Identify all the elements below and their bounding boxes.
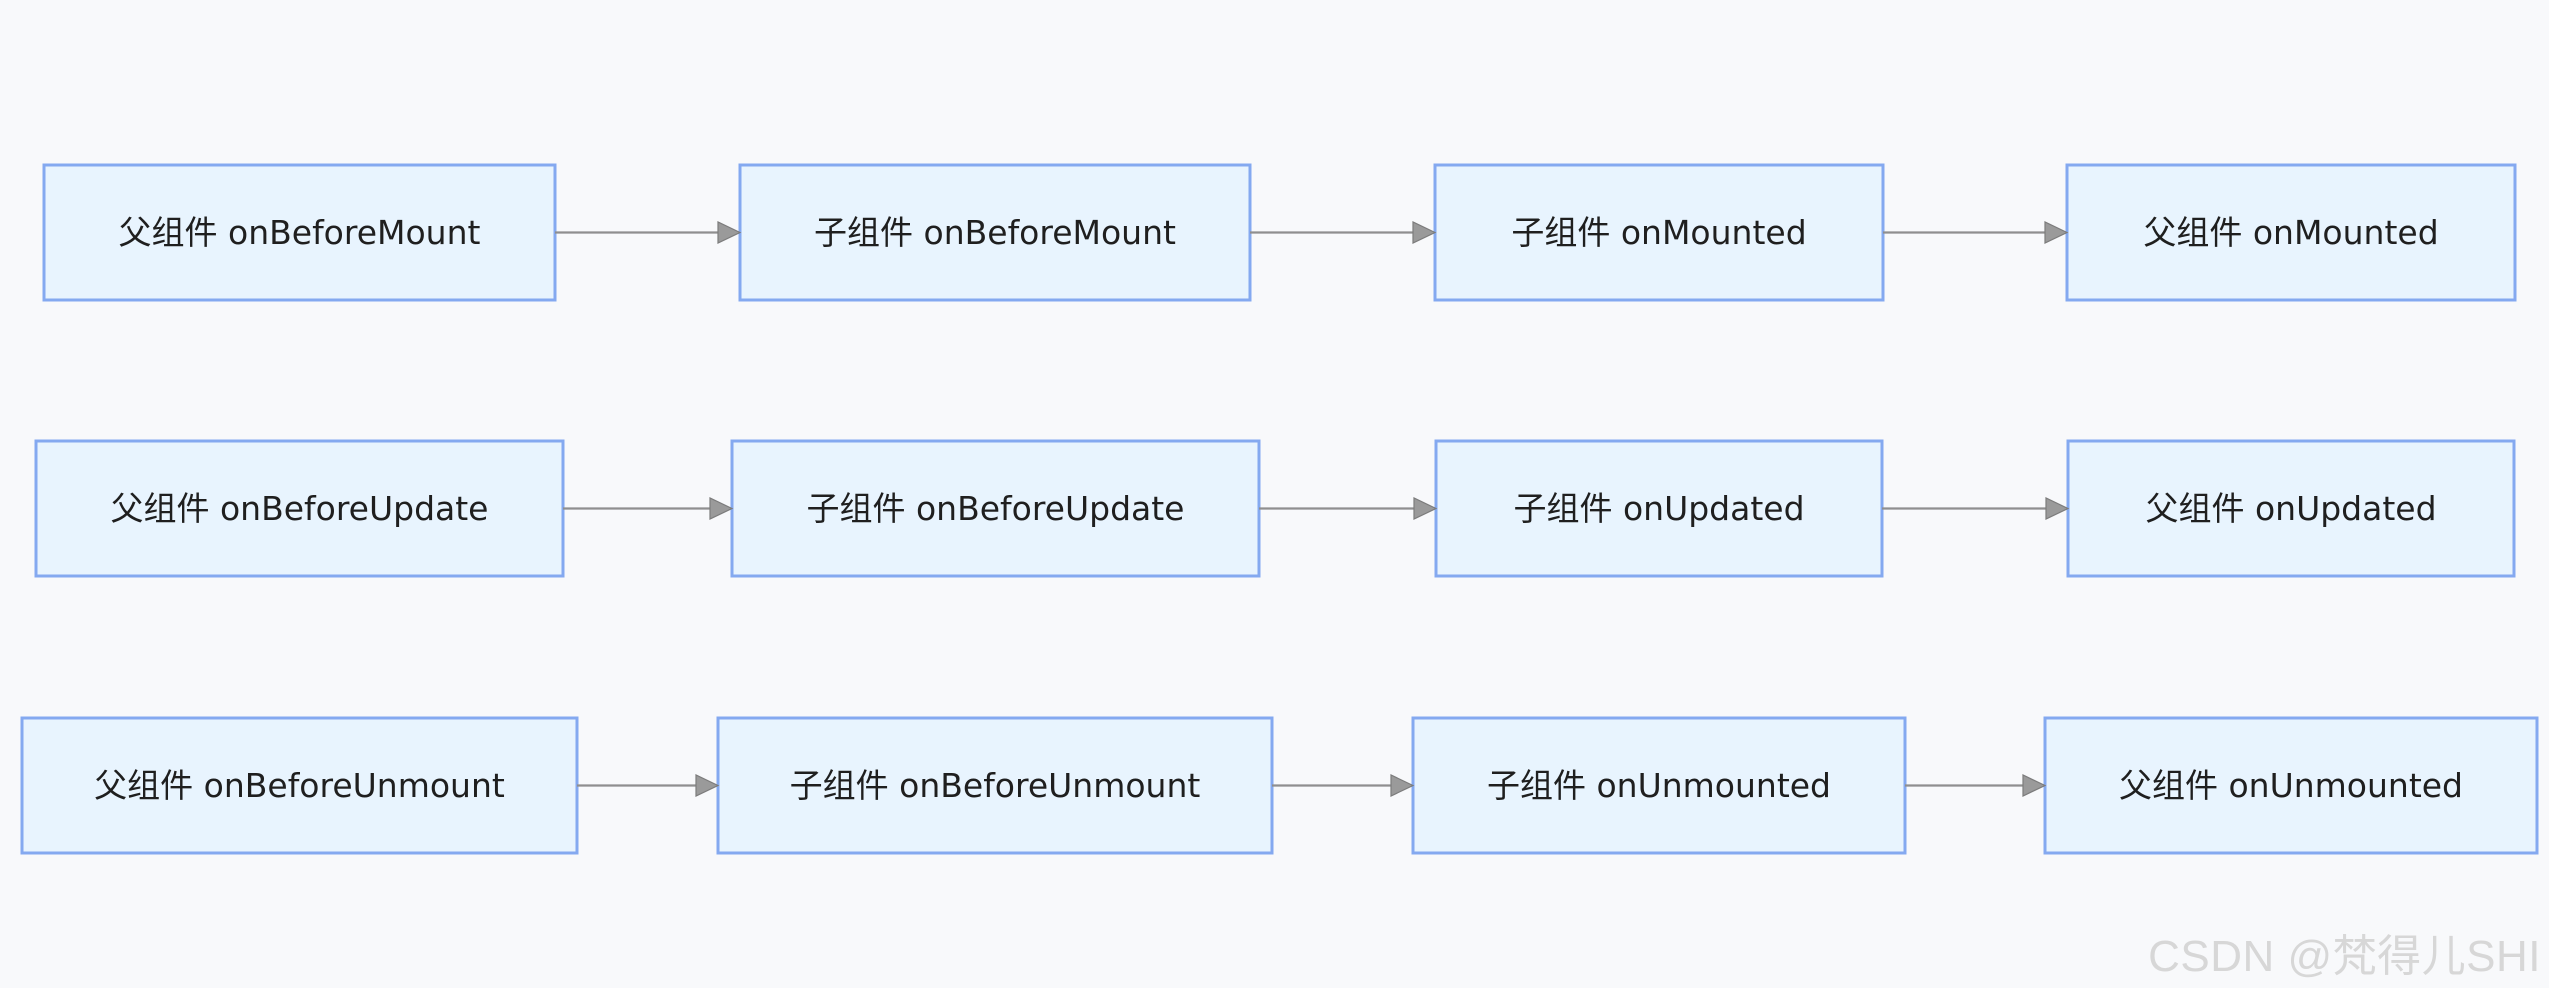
row-mount: 父组件 onBeforeMount 子组件 onBeforeMount 子组件 … — [42, 163, 2517, 302]
node-label: 子组件 onMounted — [1511, 213, 1806, 252]
arrow-edge — [1882, 497, 2070, 520]
node-label: 父组件 onBeforeUpdate — [110, 489, 488, 528]
node-label: 子组件 onUpdated — [1513, 489, 1804, 528]
node-label: 子组件 onBeforeUpdate — [806, 489, 1184, 528]
node-child-onupdated: 子组件 onUpdated — [1434, 439, 1884, 578]
node-box — [1434, 439, 1884, 578]
node-label: 父组件 onBeforeUnmount — [94, 766, 505, 805]
node-parent-onbeforeunmount: 父组件 onBeforeUnmount — [20, 716, 579, 855]
node-box — [20, 716, 579, 855]
row-unmount: 父组件 onBeforeUnmount 子组件 onBeforeUnmount … — [20, 716, 2539, 855]
node-label: 父组件 onUnmounted — [2119, 766, 2463, 805]
arrow-edge — [577, 774, 720, 797]
watermark-text: CSDN @梵得儿SHI — [2148, 932, 2541, 981]
node-child-onunmounted: 子组件 onUnmounted — [1411, 716, 1907, 855]
node-box — [1411, 716, 1907, 855]
node-box — [716, 716, 1274, 855]
node-box — [2043, 716, 2539, 855]
arrow-edge — [1905, 774, 2047, 797]
node-parent-onbeforemount: 父组件 onBeforeMount — [42, 163, 557, 302]
arrow-edge — [1883, 221, 2069, 244]
node-label: 父组件 onBeforeMount — [119, 213, 481, 252]
arrow-edge — [1250, 221, 1437, 244]
node-child-onmounted: 子组件 onMounted — [1433, 163, 1885, 302]
node-parent-onbeforeupdate: 父组件 onBeforeUpdate — [34, 439, 565, 578]
node-box — [1433, 163, 1885, 302]
node-child-onbeforeunmount: 子组件 onBeforeUnmount — [716, 716, 1274, 855]
arrow-edge — [555, 221, 742, 244]
node-box — [2065, 163, 2517, 302]
node-label: 子组件 onUnmounted — [1487, 766, 1831, 805]
node-child-onbeforemount: 子组件 onBeforeMount — [738, 163, 1252, 302]
arrow-edge — [1272, 774, 1415, 797]
node-label: 父组件 onUpdated — [2145, 489, 2436, 528]
arrow-edge — [563, 497, 734, 520]
node-parent-onupdated: 父组件 onUpdated — [2066, 439, 2516, 578]
row-update: 父组件 onBeforeUpdate 子组件 onBeforeUpdate 子组… — [34, 439, 2516, 578]
node-parent-onunmounted: 父组件 onUnmounted — [2043, 716, 2539, 855]
node-parent-onmounted: 父组件 onMounted — [2065, 163, 2517, 302]
node-label: 子组件 onBeforeMount — [814, 213, 1176, 252]
node-label: 父组件 onMounted — [2143, 213, 2438, 252]
arrow-edge — [1259, 497, 1438, 520]
node-box — [42, 163, 557, 302]
node-child-onbeforeupdate: 子组件 onBeforeUpdate — [730, 439, 1261, 578]
node-box — [730, 439, 1261, 578]
node-box — [2066, 439, 2516, 578]
node-label: 子组件 onBeforeUnmount — [790, 766, 1201, 805]
